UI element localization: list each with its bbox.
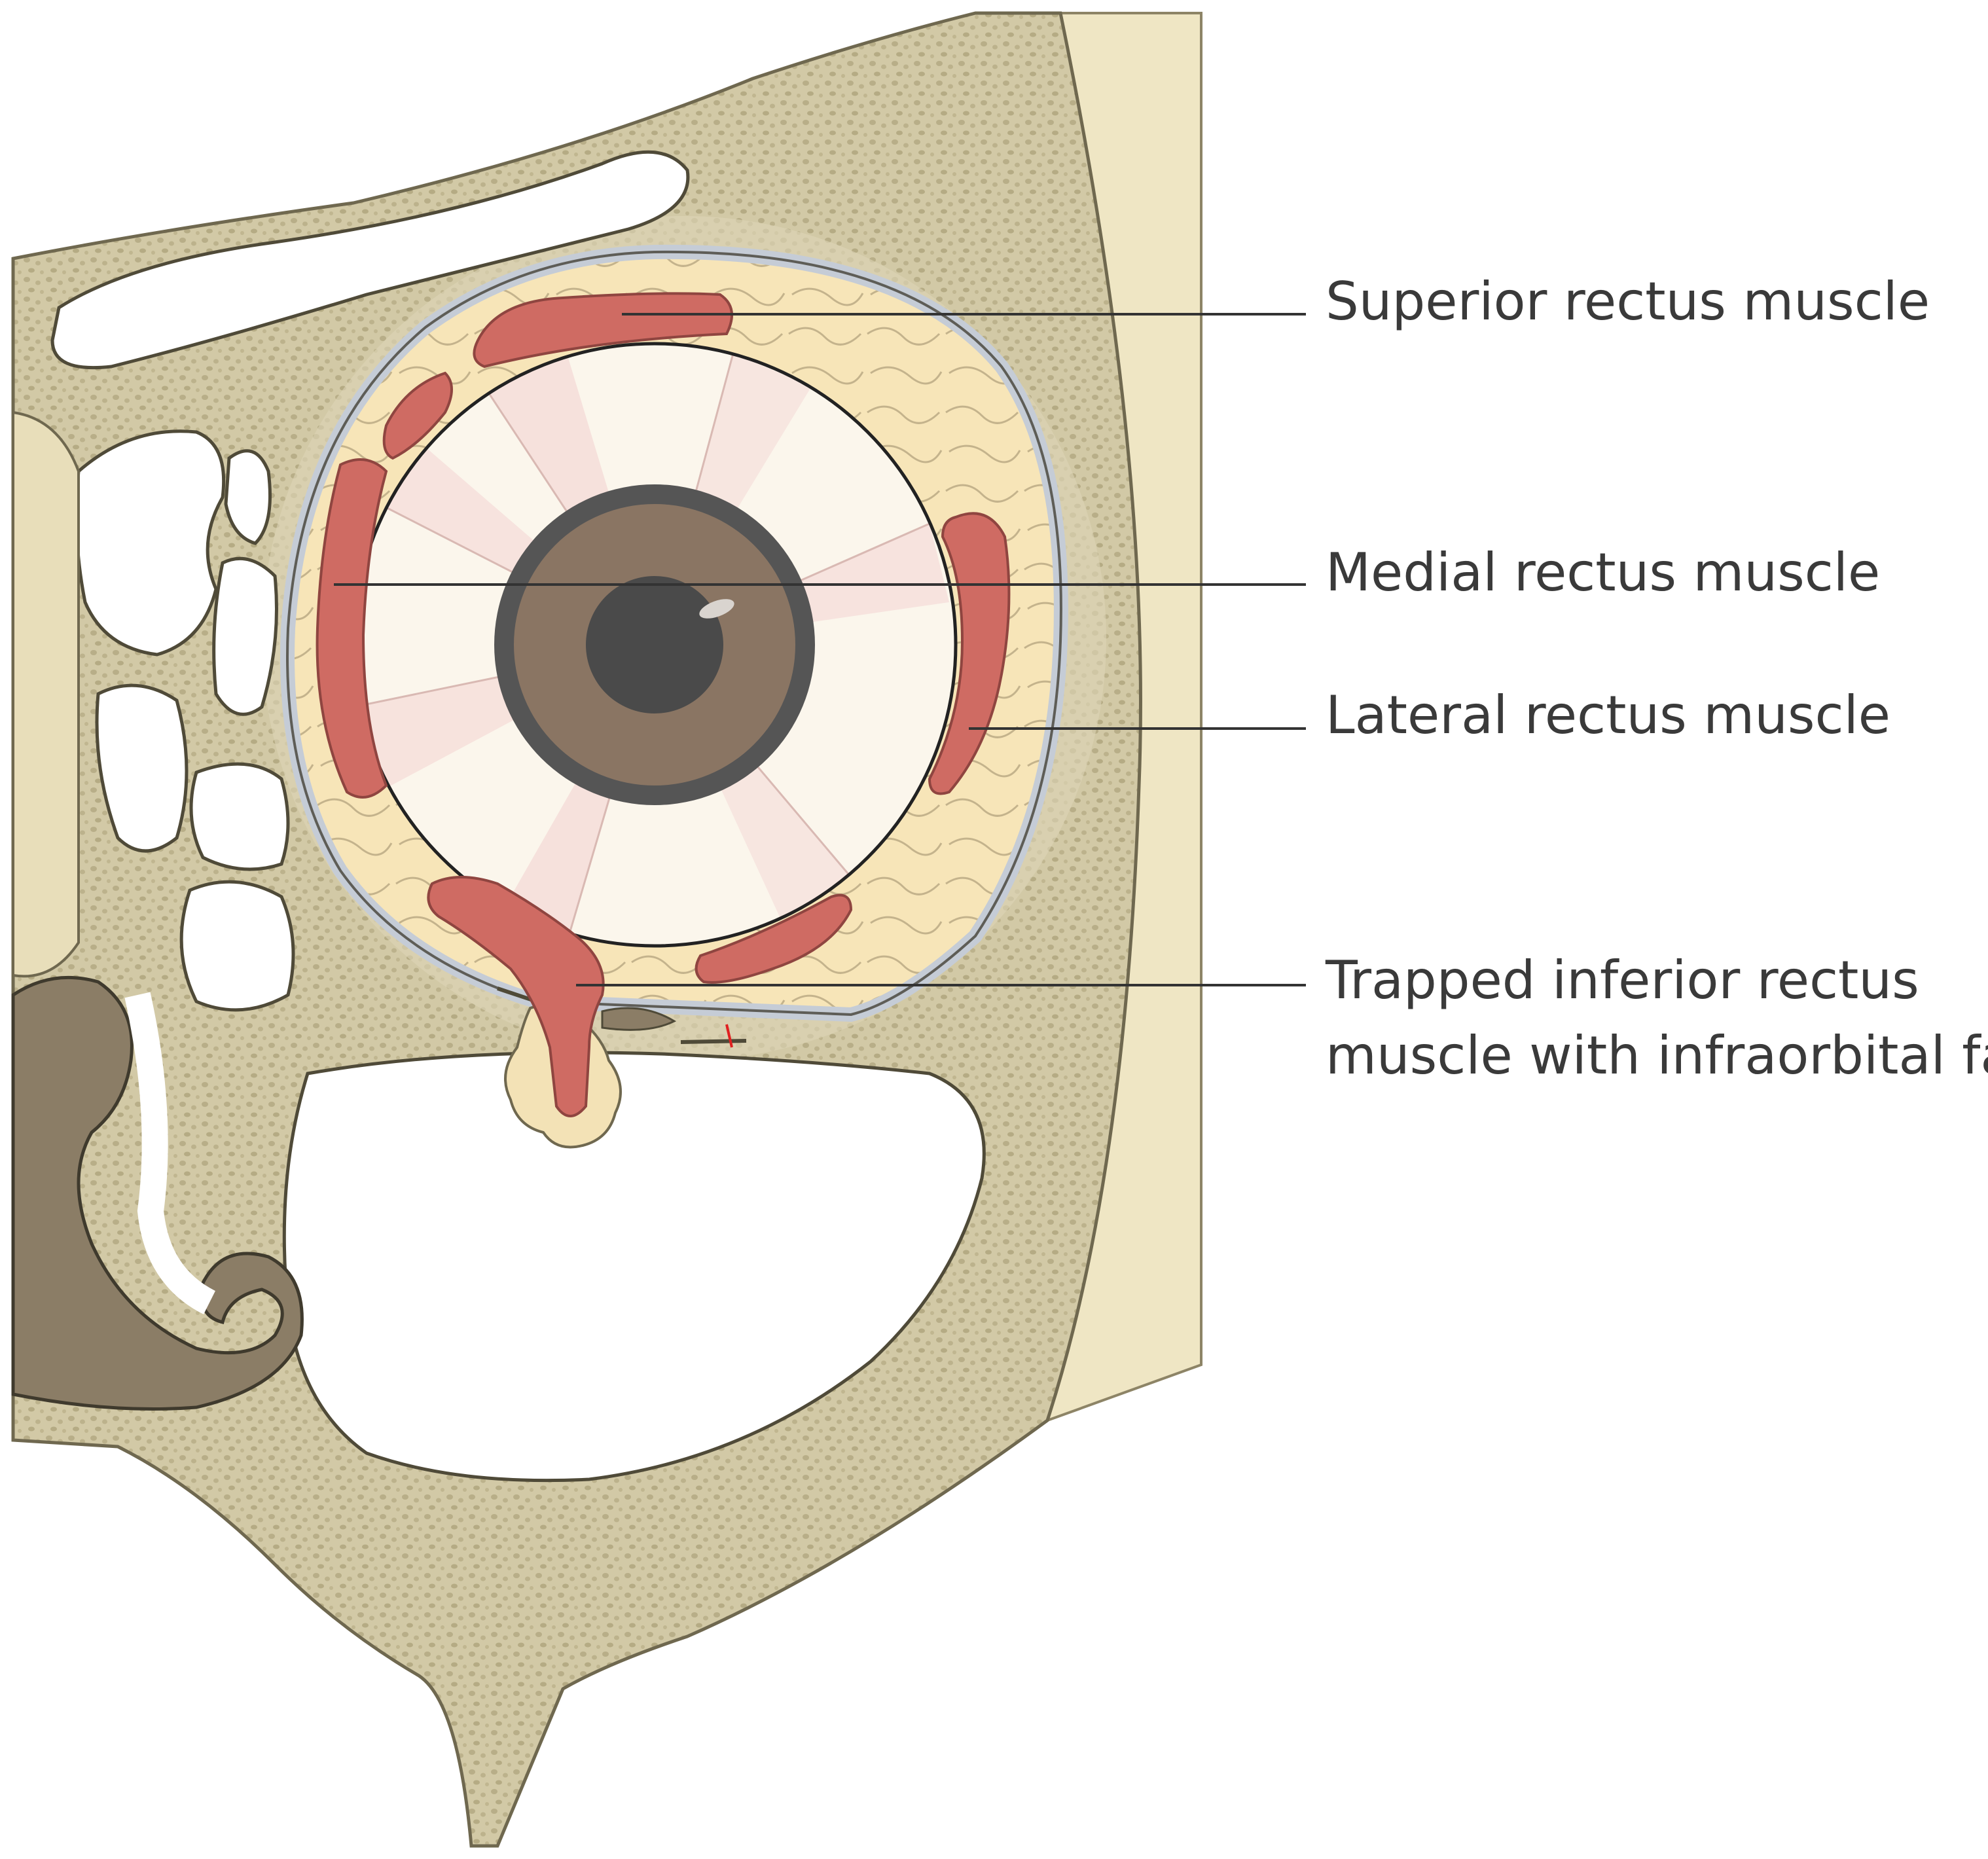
- inferior-turbinate: [11, 975, 304, 1411]
- maxillary-sinus: [282, 1051, 986, 1483]
- medial-rectus: [316, 458, 388, 799]
- leader-lines: [334, 313, 1306, 986]
- label-lateral-rectus: Lateral rectus muscle: [1326, 685, 1890, 746]
- inferior-oblique: [695, 893, 853, 984]
- eyeball: [352, 342, 958, 948]
- nasal-septum-strip: [12, 410, 80, 978]
- label-trapped-inferior-line1: Trapped inferior rectus: [1325, 950, 1919, 1011]
- label-superior-rectus: Superior rectus muscle: [1326, 271, 1930, 332]
- extraocular-muscles: [316, 292, 1011, 1117]
- nasal-passage: [124, 992, 216, 1314]
- fracture-bone-fragment: [601, 1007, 677, 1031]
- superior-oblique: [382, 371, 453, 460]
- frontal-sinus: [50, 150, 690, 370]
- label-trapped-inferior-line2: muscle with infraorbital fat: [1326, 1025, 1988, 1086]
- superior-rectus: [473, 292, 733, 369]
- ethmoid-air-cells: [75, 429, 295, 1012]
- pupil: [586, 576, 723, 713]
- label-medial-rectus: Medial rectus muscle: [1326, 542, 1880, 603]
- corneal-highlight: [699, 599, 734, 619]
- inferior-rectus-trapped: [427, 876, 605, 1117]
